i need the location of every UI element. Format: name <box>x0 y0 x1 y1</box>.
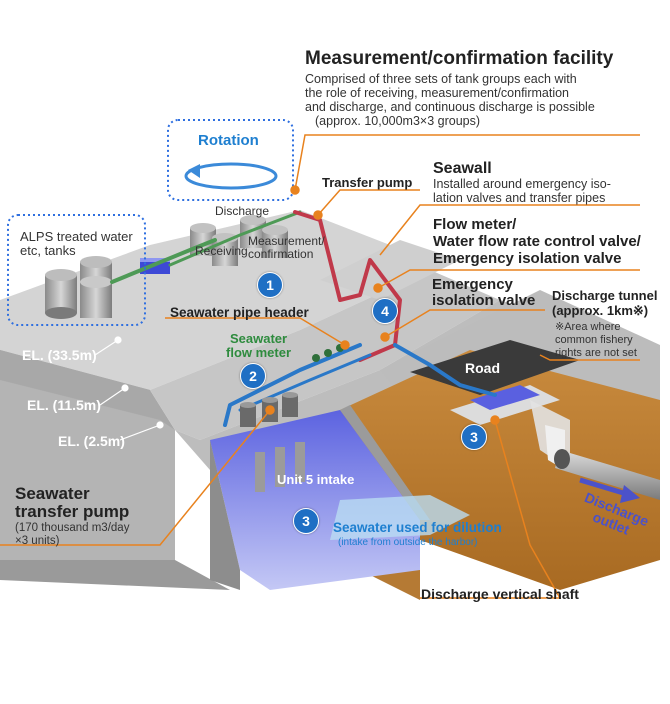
measurement-title: Measurement/confirmation facility <box>305 48 614 69</box>
transfer-pump-label: Transfer pump <box>322 175 413 190</box>
emergency-title-2: isolation valve <box>432 292 536 309</box>
discharge-tunnel-title-1: Discharge tunnel <box>552 288 658 303</box>
rotation-frame <box>167 119 294 201</box>
elevation-11-5: EL. (11.5m) <box>27 397 101 413</box>
discharge-tunnel-note-3: rights are not set <box>555 347 637 359</box>
transfer-pump-title-2: transfer pump <box>15 502 130 521</box>
flow-meter-title-1: Flow meter/ <box>433 216 517 233</box>
marker-3-intake: 3 <box>293 508 319 534</box>
discharge-tunnel-note-1: ※Area where <box>555 321 621 333</box>
rotation-arrow-icon <box>184 162 278 190</box>
tank-measurement-label-2: confirmation <box>248 247 314 261</box>
seawater-dilution-title: Seawater used for dilution <box>333 520 502 535</box>
unit5-intake-label: Unit 5 intake <box>277 472 355 487</box>
discharge-tunnel-title-2: (approx. 1km※) <box>552 303 649 318</box>
alps-label-2: etc, tanks <box>20 243 76 258</box>
measurement-desc-2: the role of receiving, measurement/confi… <box>305 86 570 100</box>
transfer-pump-capacity-1: (170 thousand m3/day <box>15 522 130 534</box>
marker-4: 4 <box>372 298 398 324</box>
measurement-desc-4: (approx. 10,000m3×3 groups) <box>315 114 481 128</box>
transfer-pump-title-1: Seawater <box>15 484 90 503</box>
leader-lines <box>0 134 640 599</box>
seawall-desc-1: Installed around emergency iso- <box>433 177 611 191</box>
alps-label-1: ALPS treated water <box>20 229 133 244</box>
elevation-leaders <box>94 336 164 441</box>
flow-meter-title-2: Water flow rate control valve/ <box>433 233 641 250</box>
discharge-outlet-arrow <box>579 477 640 503</box>
tank-receiving-label: Receiving <box>195 244 248 258</box>
marker-3-shaft: 3 <box>461 424 487 450</box>
seawall-title: Seawall <box>433 160 492 177</box>
measurement-desc-3: and discharge, and continuous discharge … <box>305 100 595 114</box>
seawall-desc-2: lation valves and transfer pipes <box>433 191 606 205</box>
marker-1: 1 <box>257 272 283 298</box>
seawater-dilution-sub: (intake from outside the harbor) <box>338 537 478 548</box>
tank-measurement-label-1: Measurement/ <box>248 234 325 248</box>
elevation-33-5: EL. (33.5m) <box>22 347 97 363</box>
discharge-shaft-label: Discharge vertical shaft <box>421 586 579 602</box>
seawater-plume <box>330 495 470 540</box>
measurement-desc-1: Comprised of three sets of tank groups e… <box>305 72 577 86</box>
tank-discharge-label: Discharge <box>215 204 270 218</box>
marker-2: 2 <box>240 363 266 389</box>
pipe-header-label: Seawater pipe header <box>170 305 309 320</box>
rotation-label: Rotation <box>198 132 259 149</box>
discharge-tunnel-note-2: common fishery <box>555 334 633 346</box>
elevation-2-5: EL. (2.5m) <box>58 433 125 449</box>
seawater-flow-meter-1: Seawater <box>230 331 288 346</box>
transfer-pump-capacity-2: ×3 units) <box>15 535 60 547</box>
discharge-tunnel <box>554 449 660 500</box>
measurement-tanks <box>190 215 288 266</box>
alps-frame <box>7 214 146 326</box>
alps-tanks <box>45 256 170 319</box>
road-label: Road <box>465 360 500 376</box>
seawater-flow-meter-2: flow meter <box>226 345 292 360</box>
emergency-title-1: Emergency <box>432 276 513 293</box>
flow-meter-title-3: Emergency isolation valve <box>433 250 622 267</box>
unit5-intake-basin <box>210 405 430 590</box>
